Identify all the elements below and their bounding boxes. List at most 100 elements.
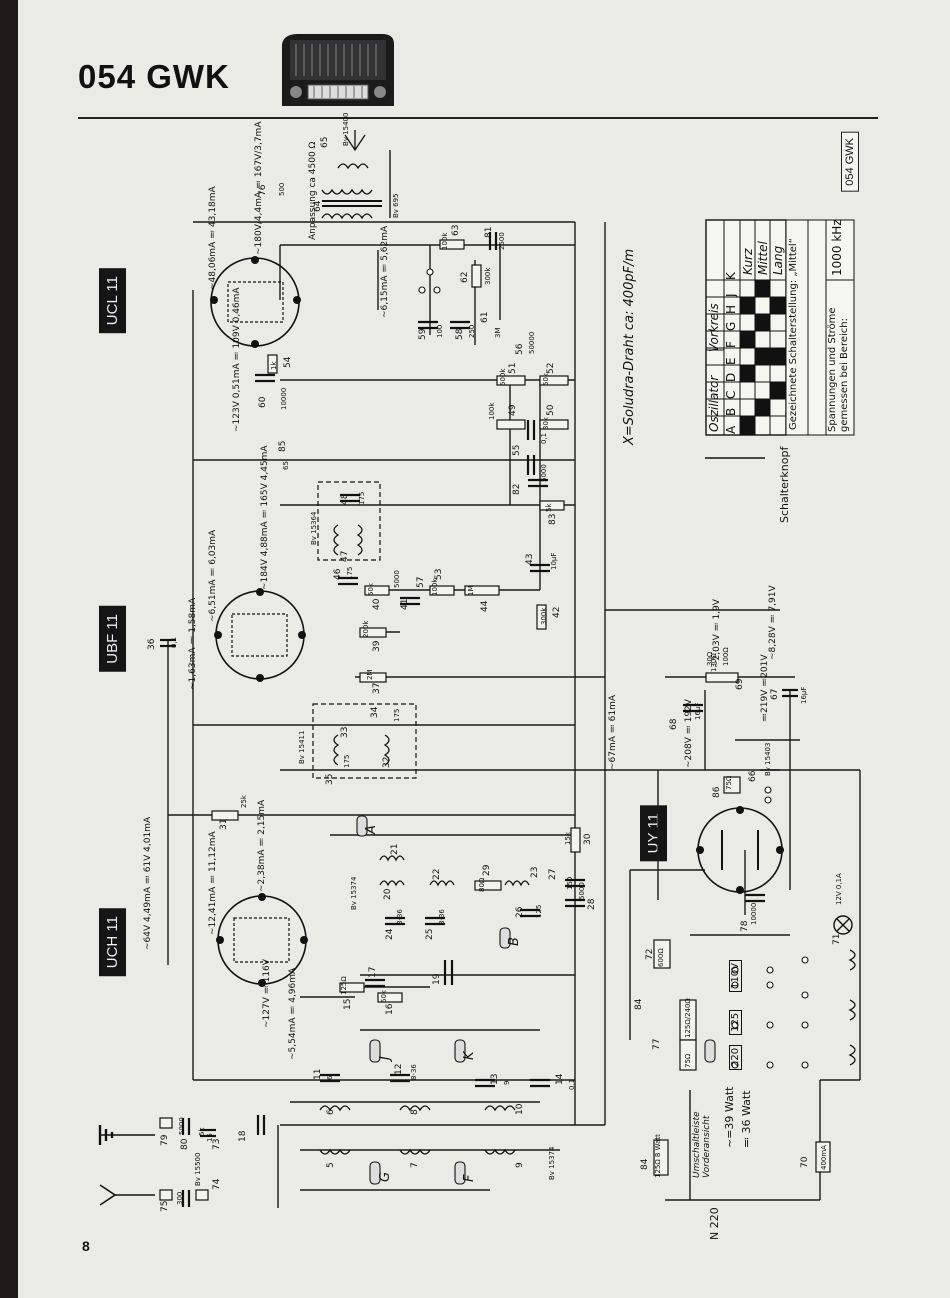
table-header-vorkreis: Vorkreis	[707, 303, 721, 352]
part-label: 19	[432, 973, 442, 985]
part-value: 5k	[198, 1127, 206, 1136]
part-label: 22	[432, 868, 442, 880]
gezeichnete-note: Gezeichnete Schalterstellung: „Mittel“	[788, 238, 799, 430]
part-value: 8-36	[410, 1064, 418, 1080]
part-value: 0,1	[170, 636, 178, 648]
part-label: 15	[343, 998, 353, 1010]
part-label: 76	[258, 184, 268, 196]
part-value: 8-36	[438, 909, 446, 925]
part-label: 27	[548, 868, 558, 880]
pilot-lamp	[833, 915, 853, 935]
part-label: 70	[800, 1156, 810, 1168]
part-value: 100k	[488, 402, 496, 420]
anpassung-label: Anpassung ca 4500 Ω	[308, 141, 318, 240]
part-value: 0,1	[540, 432, 548, 444]
part-value: 0,1	[568, 1078, 576, 1090]
part-label: 11	[313, 1068, 323, 1080]
watt-ac-label: ~=39 Watt	[723, 1086, 736, 1148]
part-value: 12V 0,1A	[835, 873, 843, 905]
measurement-label: ≕219V ≕201V	[760, 654, 770, 722]
part-label: 32	[382, 756, 392, 768]
switch-table	[705, 219, 855, 436]
measurement-label: ~1,63mA ≕ 1,58mA	[188, 597, 198, 690]
measurement-label: ~12,41mA ≕ 11,12mA	[208, 831, 218, 935]
part-value: 15k	[564, 832, 572, 845]
part-value: Bv 695	[392, 193, 400, 218]
part-label: 37	[372, 682, 382, 694]
part-label: 79	[160, 1134, 170, 1146]
part-label: 50	[546, 404, 556, 416]
radio-illustration	[282, 34, 394, 106]
part-value: 5k	[545, 503, 553, 512]
part-value: 50000	[528, 331, 536, 354]
part-label: 74	[212, 1178, 222, 1190]
part-label: 35	[325, 773, 335, 785]
part-label: 62	[460, 271, 470, 283]
part-label: 54	[283, 356, 293, 368]
part-value: 30k	[542, 417, 550, 430]
switch-letter-j: J	[378, 1056, 393, 1060]
table-letter-g: G	[724, 321, 738, 331]
if-filter-2	[312, 703, 417, 779]
part-label: 86	[712, 786, 722, 798]
table-letter-h: H	[724, 304, 738, 314]
part-label: 58	[455, 328, 465, 340]
part-value: 1k	[270, 361, 278, 370]
part-label: 31	[219, 818, 229, 830]
part-label: 48	[340, 493, 350, 505]
part-label: 5	[326, 1162, 336, 1168]
part-value: Bv 15500	[194, 1152, 202, 1186]
part-value: 10000	[750, 902, 758, 925]
part-label: 56	[515, 343, 525, 355]
part-label: 34	[370, 706, 380, 718]
part-value: Bv 15403	[764, 742, 772, 776]
part-label: 9	[515, 1162, 525, 1168]
tube-ubf11	[214, 588, 306, 682]
part-value: 5000	[178, 1117, 186, 1135]
switch-letter-g: G	[378, 1171, 393, 1182]
measurement-label: ~2,38mA ≕ 2,15mA	[257, 799, 267, 892]
part-label: 69	[735, 678, 745, 690]
part-value: 500	[278, 182, 286, 196]
part-value: 1M	[467, 585, 475, 597]
part-value: 500k	[499, 368, 507, 386]
part-label: 44	[480, 600, 490, 612]
part-value: 175	[343, 754, 351, 768]
band-switch	[356, 815, 716, 1185]
part-label: 67	[770, 688, 780, 700]
part-label: 75	[160, 1200, 170, 1212]
tube-uch11	[216, 893, 308, 987]
part-label: 24	[385, 928, 395, 940]
part-label: 17	[368, 966, 378, 978]
part-label: 33	[340, 726, 350, 738]
measurement-label: ~6,15mA ≕ 5,62mA	[380, 225, 390, 318]
part-label: 81	[484, 226, 494, 238]
part-value: 300k	[484, 267, 492, 285]
part-value: 150	[566, 876, 574, 890]
capacitors	[160, 232, 798, 1207]
part-value: 100k	[431, 578, 439, 596]
table-row-lang: Lang	[771, 245, 785, 275]
antenna-symbol	[99, 1184, 155, 1206]
part-value: 100	[436, 324, 444, 338]
part-value: 65	[282, 461, 290, 470]
part-label: 30	[583, 833, 593, 845]
part-label: 78	[740, 920, 750, 932]
measurement-label: ~127V ≕ 116V	[262, 959, 272, 1028]
part-value: 200k	[362, 620, 370, 638]
part-value: Bv 15374	[548, 1146, 556, 1180]
part-value: 50k	[367, 583, 375, 596]
part-label: 72	[645, 948, 655, 960]
part-label: 26	[515, 906, 525, 918]
part-label: 28	[587, 898, 597, 910]
part-label: 10	[515, 1103, 525, 1115]
part-label: 7	[410, 1162, 420, 1168]
part-label: 43	[525, 553, 535, 565]
part-label: 47	[340, 550, 350, 562]
part-value: 10000	[280, 387, 288, 410]
part-value: 175	[358, 491, 366, 505]
table-letter-k: K	[724, 272, 738, 280]
part-value: 25k	[240, 795, 248, 808]
part-label: 61	[480, 311, 490, 323]
if-filter-1	[317, 481, 381, 561]
